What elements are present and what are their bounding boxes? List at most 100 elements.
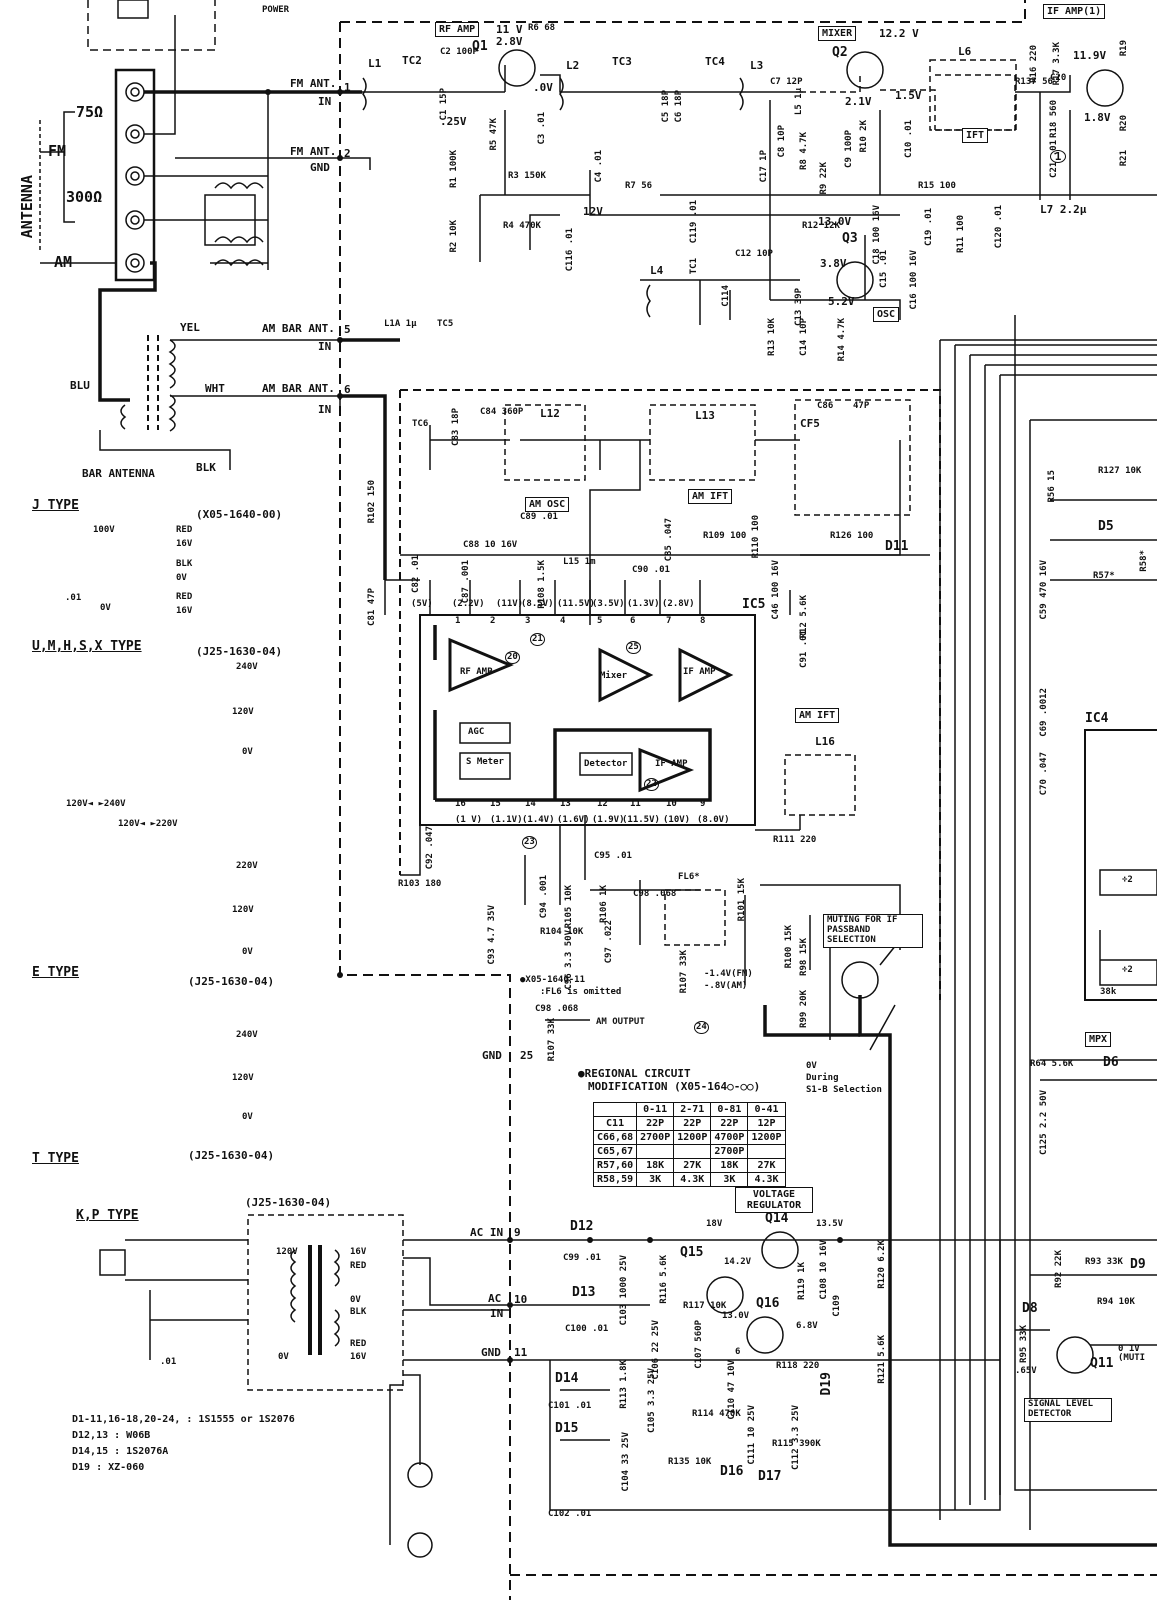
v-13-0: 13.0V [722, 1311, 750, 1321]
rf-amp-box: RF AMP [435, 22, 480, 37]
t-240v: 240V [236, 1030, 258, 1040]
v-11: 11 V [496, 23, 523, 36]
ic5-pin-5: 5 [597, 616, 603, 626]
ic5-pin-2: 2 [490, 616, 496, 626]
v-14-2: 14.2V [724, 1257, 752, 1267]
power-label: POWER [262, 5, 290, 15]
c94-label: C94 .001 [539, 875, 549, 919]
pin-1: 1 [344, 81, 351, 94]
d9-label: D9 [1130, 1257, 1146, 1272]
table-row: C11 22P 22P 22P 12P [592, 1116, 786, 1131]
during-label: During [806, 1073, 839, 1083]
r106-label: R106 1K [599, 885, 609, 923]
r19-label: R19 [1119, 40, 1129, 57]
kp-type-title: K,P TYPE [76, 1208, 139, 1223]
r21-label: R21 [1119, 150, 1129, 167]
r135-label: R135 10K [668, 1457, 712, 1467]
table-cell [747, 1144, 786, 1159]
r20-label: R20 [1119, 115, 1129, 132]
k38-label: 38k [1100, 987, 1117, 997]
e-120v: 120V [232, 905, 254, 915]
c116-label: C116 .01 [565, 228, 575, 272]
test-point-23: 23 [522, 836, 537, 849]
r111-label: R111 220 [773, 835, 817, 845]
pin-25: 25 [520, 1049, 534, 1062]
q14-label: Q14 [765, 1211, 789, 1226]
ic5-v-11: (11V) [496, 599, 524, 609]
ohm300-label: 300Ω [66, 188, 103, 206]
am-voltage: -.8V(AM) [704, 981, 748, 991]
ic5-pin-7: 7 [666, 616, 672, 626]
gnd25-label: GND [482, 1049, 502, 1062]
table-row: R57,60 18K 27K 18K 27K [592, 1158, 786, 1173]
tc3-label: TC3 [612, 55, 632, 68]
fm-ant-in-label: FM ANT. [290, 77, 337, 90]
regional-title-2: MODIFICATION (X05-164○-○○) [588, 1080, 761, 1093]
am-bar-ant-5-in: IN [318, 340, 332, 353]
e-type-code: (J25-1630-04) [188, 975, 275, 988]
ic5-pin-13: 13 [560, 799, 571, 809]
e-220v: 220V [236, 861, 258, 871]
r18-label: R18 560 [1049, 100, 1059, 138]
am-ift-box: AM IFT [688, 489, 733, 504]
c20-label: C20 [1050, 73, 1067, 83]
t-type-title: T TYPE [32, 1151, 79, 1166]
r12-label: R12 12K [802, 221, 840, 231]
c9-label: C9 100P [844, 130, 854, 168]
r119-label: R119 1K [797, 1262, 807, 1300]
yel-label: YEL [180, 321, 200, 334]
r100-label: R100 15K [784, 925, 794, 969]
c18-label: C18 100 16V [872, 205, 882, 265]
ov-label: 0V [806, 1061, 817, 1071]
c84-label: C84 360P [480, 407, 524, 417]
if-amp-block: IF AMP [683, 667, 716, 677]
ic5-pin-15: 15 [490, 799, 501, 809]
kp-red-2: RED [350, 1339, 367, 1349]
ic5-pin-1: 1 [455, 616, 461, 626]
r10-label: R10 2K [859, 120, 869, 153]
v-2-1: 2.1V [845, 95, 872, 108]
r102-label: R102 150 [367, 480, 377, 524]
note-line: D1-11,16-18,20-24, : 1S1555 or 1S2076 [72, 1414, 295, 1425]
l1a-label: L1A 1μ [384, 319, 417, 329]
kp-red: RED [350, 1261, 367, 1271]
table-row: R58,59 3K 4.3K 3K 4.3K [592, 1172, 786, 1187]
table-row: 0-11 2-71 0-81 0-41 [592, 1102, 786, 1117]
kp-blk: BLK [350, 1307, 367, 1317]
test-point-24: 24 [694, 1021, 709, 1034]
v-13-5: 13.5V [816, 1219, 844, 1229]
v-0: .0V [533, 81, 553, 94]
osc-box: OSC [873, 307, 900, 322]
c5-label: C5 18P [661, 90, 671, 123]
voltage-regulator-box: VOLTAGE REGULATOR [735, 1187, 813, 1213]
q3-label: Q3 [842, 231, 858, 246]
v-1-8: 1.8V [1084, 111, 1111, 124]
umhsx-0v: 0V [242, 747, 253, 757]
c16-label: C16 100 16V [909, 250, 919, 310]
am-ift-box-2: AM IFT [795, 708, 840, 723]
ift-box: IFT [962, 128, 989, 143]
c88-label: C88 10 16V [463, 540, 518, 550]
pin-11: 11 [514, 1346, 528, 1359]
c12-label: C12 10P [735, 249, 773, 259]
table-cell: 4.3K [747, 1172, 786, 1187]
r2-label: R2 10K [449, 220, 459, 253]
omit-note-1: ●X05-1640-11 [520, 975, 586, 985]
fm-ant-gnd-label: FM ANT. [290, 145, 337, 158]
table-cell: R58,59 [592, 1172, 638, 1187]
r6-label: R6 68 [528, 23, 556, 33]
l13-label: L13 [695, 409, 715, 422]
r9-label: R9 22K [819, 162, 829, 195]
r56-label: R56 15 [1047, 470, 1057, 503]
c98-label: C98 .068 [633, 889, 677, 899]
ic5-v-1-3: (1.3V) [627, 599, 660, 609]
r8-label: R8 4.7K [799, 132, 809, 170]
ic4-label: IC4 [1085, 711, 1109, 726]
ic5-pin-3: 3 [525, 616, 531, 626]
ic5-pin-6: 6 [630, 616, 636, 626]
c102-label: C102 .01 [548, 1509, 592, 1519]
c105-label: C105 3.3 25V [647, 1368, 657, 1434]
r101-label: R101 15K [737, 878, 747, 922]
v-2-8: 2.8V [496, 35, 523, 48]
v-12: 12V [583, 205, 603, 218]
